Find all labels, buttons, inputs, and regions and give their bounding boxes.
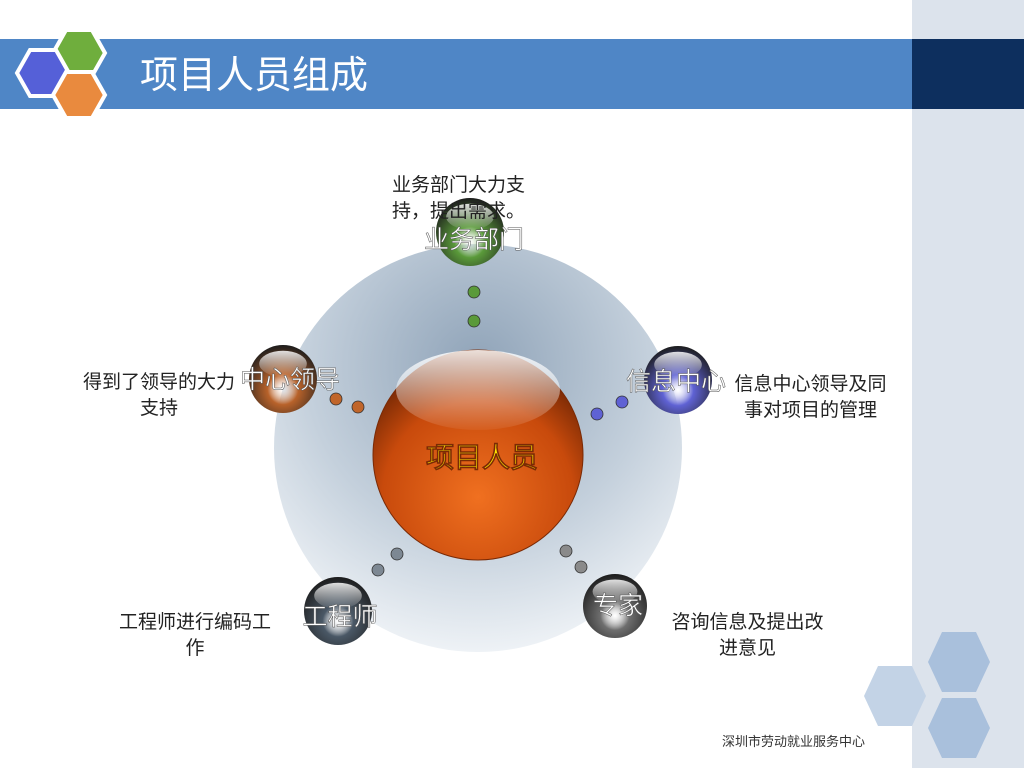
center-sphere-highlight bbox=[396, 350, 560, 430]
hexagon-decor-2-icon bbox=[864, 666, 926, 726]
hexagon-orange-icon bbox=[50, 70, 108, 120]
hexagon-decor-3-icon bbox=[928, 698, 990, 758]
connector-dots bbox=[329, 285, 629, 577]
center-label: 项目人员 bbox=[426, 441, 538, 474]
business-connector-dot-2 bbox=[467, 314, 481, 328]
business-connector-dot-1 bbox=[467, 285, 481, 299]
hexagon-decor-1-icon bbox=[928, 632, 990, 692]
expert-label: 专家 bbox=[593, 591, 643, 620]
business-description: 业务部门大力支持，提出需求。 bbox=[392, 174, 526, 222]
infocenter-description: 信息中心领导及同事对项目的管理 bbox=[734, 373, 887, 421]
infocenter-sphere-highlight bbox=[654, 351, 702, 378]
leader-description: 得到了领导的大力支持 bbox=[82, 371, 235, 419]
infocenter-connector-dot-2 bbox=[590, 407, 604, 421]
engineer-sphere-highlight bbox=[314, 582, 362, 609]
engineer-connector-dot-1 bbox=[390, 547, 404, 561]
slide-title: 项目人员组成 bbox=[140, 53, 369, 97]
title-bar-accent bbox=[912, 39, 1024, 109]
title-bar bbox=[0, 39, 912, 109]
business-sphere-highlight bbox=[446, 203, 494, 230]
leader-connector-dot-2 bbox=[351, 400, 365, 414]
leader-connector-dot-1 bbox=[329, 392, 343, 406]
expert-connector-dot-2 bbox=[574, 560, 588, 574]
leader-label: 中心领导 bbox=[240, 365, 340, 394]
engineer-description: 工程师进行编码工作 bbox=[118, 611, 271, 659]
engineer-label: 工程师 bbox=[302, 602, 377, 631]
expert-connector-dot-1 bbox=[559, 544, 573, 558]
leader-sphere-highlight bbox=[259, 350, 307, 377]
hexagon-logo-icon bbox=[14, 28, 108, 120]
business-label: 业务部门 bbox=[424, 225, 524, 254]
hexagon-pattern-icon bbox=[864, 632, 990, 758]
engineer-connector-dot-2 bbox=[371, 563, 385, 577]
expert-sphere-highlight bbox=[592, 579, 638, 604]
footer-text: 深圳市劳动就业服务中心 bbox=[722, 735, 866, 750]
infocenter-connector-dot-1 bbox=[615, 395, 629, 409]
expert-description: 咨询信息及提出改进意见 bbox=[671, 611, 824, 659]
infocenter-label: 信息中心 bbox=[626, 367, 726, 396]
